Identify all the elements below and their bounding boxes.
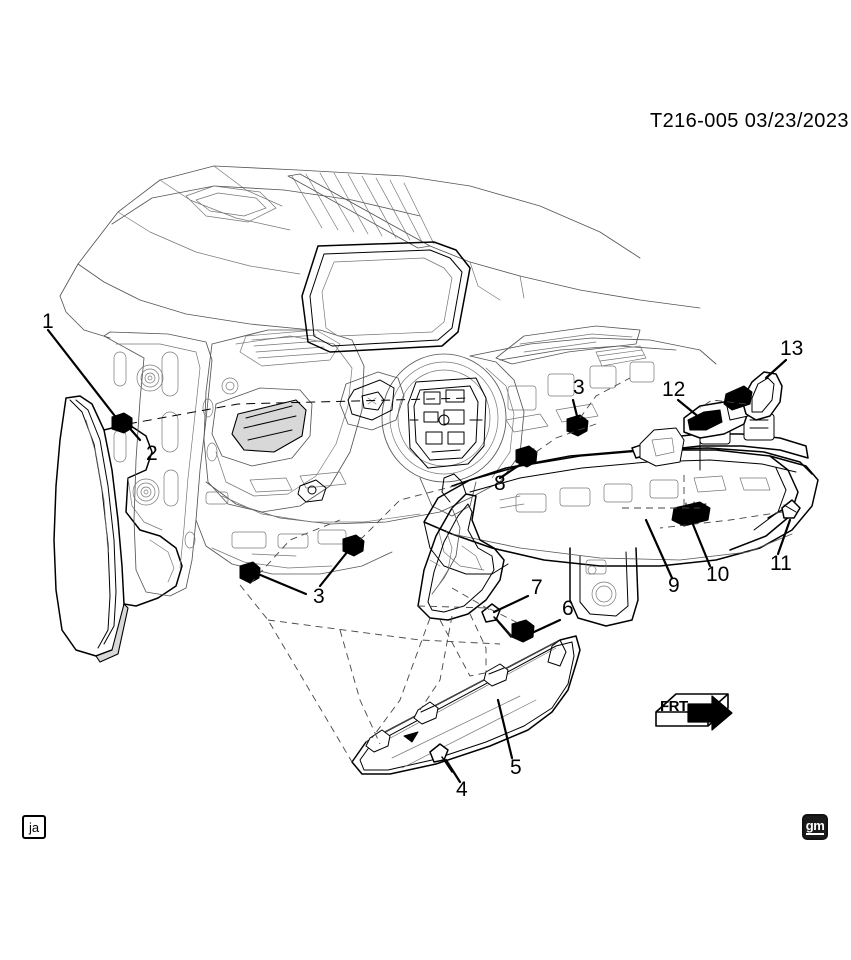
callout-11: 11 bbox=[770, 552, 792, 575]
glove-box-housing-screw bbox=[767, 499, 801, 519]
callout-2: 2 bbox=[146, 442, 158, 465]
gm-logo-text: gm bbox=[805, 818, 825, 835]
callout-10: 10 bbox=[706, 563, 730, 586]
glove-box-housing-fastener bbox=[515, 445, 538, 468]
defroster-grille bbox=[239, 329, 341, 367]
callout-12: 12 bbox=[662, 378, 686, 401]
instrument-panel-fastener-lower-left bbox=[239, 561, 261, 584]
windshield-pillar-trim-panel bbox=[53, 395, 183, 663]
callout-4: 4 bbox=[456, 778, 468, 801]
callout-5: 5 bbox=[510, 756, 522, 779]
air-vent-left bbox=[211, 387, 313, 467]
instrument-cluster-pod bbox=[339, 371, 405, 431]
callout-7: 7 bbox=[531, 576, 543, 599]
glove-box-door-trim bbox=[351, 635, 581, 775]
callout-3-right: 3 bbox=[573, 376, 585, 399]
callout-8: 8 bbox=[494, 472, 506, 495]
infotainment-display bbox=[301, 241, 471, 353]
callout-9: 9 bbox=[668, 574, 680, 597]
callout-13: 13 bbox=[780, 337, 804, 360]
gm-logo-badge: gm bbox=[802, 814, 828, 840]
leader-lines bbox=[46, 328, 792, 784]
alignment-lines bbox=[127, 377, 783, 763]
front-direction-indicator bbox=[655, 693, 733, 731]
glove-box-bumper-stop bbox=[671, 501, 711, 527]
air-vent-right bbox=[595, 345, 647, 367]
glove-box-compartment-housing bbox=[423, 413, 819, 627]
glove-box-inner-bracket bbox=[417, 473, 505, 621]
front-direction-label: FRT bbox=[660, 698, 688, 715]
instrument-panel-fastener-right bbox=[566, 414, 589, 437]
glove-box-door-retainer-tabs bbox=[365, 663, 509, 753]
glove-box-door-retainer bbox=[511, 619, 535, 643]
glove-box-hinge-screw bbox=[481, 603, 513, 638]
steering-column-housing bbox=[381, 353, 507, 517]
callout-1: 1 bbox=[42, 310, 54, 333]
glove-box-door-screw bbox=[429, 743, 453, 773]
sheet-code-badge: ja bbox=[22, 815, 46, 839]
drawing-header: T216-005 03/23/2023 bbox=[650, 110, 849, 132]
callout-3-left: 3 bbox=[313, 585, 325, 608]
upper-dash-pad bbox=[59, 165, 701, 339]
instrument-panel-assembly bbox=[103, 241, 717, 597]
callout-6: 6 bbox=[562, 597, 574, 620]
